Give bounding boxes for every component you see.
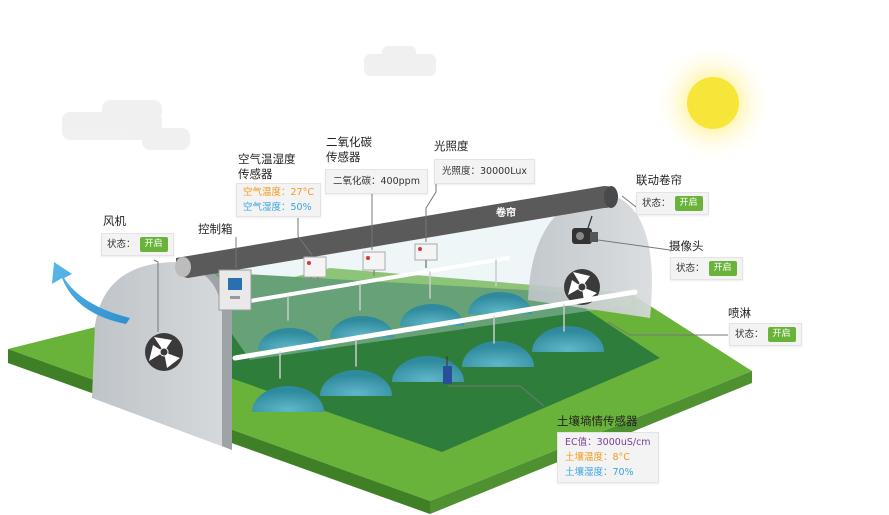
- camera-status-badge: 开启: [708, 261, 737, 276]
- soil-sensor-device-icon: [443, 356, 452, 384]
- soil-sensor-box: EC值：3000uS/cm 土壤温度：8°C 土壤湿度：70%: [557, 432, 659, 483]
- co2-value: 二氧化碳：400ppm: [333, 176, 420, 187]
- co2-sensor-device-icon: [362, 251, 386, 276]
- curtain-status-box: 状态： 开启: [636, 192, 709, 215]
- camera-title: 摄像头: [669, 239, 704, 253]
- camera-status-box: 状态： 开启: [670, 257, 743, 280]
- curtain-title: 联动卷帘: [636, 173, 682, 187]
- soil-humidity-value: 土壤湿度：70%: [565, 467, 634, 478]
- near-fan-icon: [145, 333, 183, 371]
- camera-status-label: 状态：: [676, 263, 705, 274]
- soil-temp-value: 土壤温度：8°C: [565, 452, 630, 463]
- controller-title: 控制箱: [198, 222, 233, 236]
- controller-box-icon: [218, 269, 252, 311]
- greenhouse-floor: [122, 272, 660, 452]
- sun-icon: [653, 43, 773, 163]
- air-humidity-value: 空气湿度：50%: [243, 202, 312, 213]
- roof-curtain: 卷帘: [175, 186, 618, 278]
- far-end-wall: [528, 192, 652, 318]
- co2-title-line1: 二氧化碳: [326, 135, 372, 149]
- sprinkler-title: 喷淋: [728, 306, 751, 320]
- curtain-status-badge: 开启: [674, 196, 703, 211]
- irrigation-pipes: [224, 256, 638, 379]
- roof-curtain-label: 卷帘: [495, 206, 516, 219]
- camera-icon: [572, 215, 598, 244]
- soil-ec-value: EC值：3000uS/cm: [565, 437, 651, 448]
- light-value: 光照度：30000Lux: [442, 166, 527, 177]
- sprinkler-status-badge: 开启: [767, 327, 796, 342]
- air-temp-value: 空气温度：27°C: [243, 187, 314, 198]
- curtain-status-label: 状态：: [642, 198, 671, 209]
- fan-title: 风机: [103, 214, 126, 228]
- sprinkler-status-label: 状态：: [735, 329, 764, 340]
- air-sensor-title-line2: 传感器: [238, 167, 273, 181]
- leader-lines: [153, 183, 728, 407]
- air-sensor-box: 空气温度：27°C 空气湿度：50%: [236, 183, 321, 217]
- co2-title-line2: 传感器: [326, 150, 361, 164]
- fan-status-label: 状态：: [107, 239, 136, 250]
- co2-box: 二氧化碳：400ppm: [325, 169, 428, 194]
- airflow-arrow-icon: [52, 262, 130, 324]
- light-title: 光照度: [434, 139, 469, 153]
- far-fan-icon: [564, 269, 600, 305]
- air-sensor-device-icon: [303, 256, 327, 284]
- fan-status-badge: 开启: [139, 237, 168, 252]
- air-sensor-title-line1: 空气温湿度: [238, 152, 296, 166]
- clouds: [62, 46, 436, 150]
- sprinkler-status-box: 状态： 开启: [729, 323, 802, 346]
- fan-status-box: 状态： 开启: [101, 233, 174, 256]
- light-sensor-device-icon: [414, 243, 438, 268]
- soil-sensor-title: 土壤墒情传感器: [557, 414, 638, 428]
- light-box: 光照度：30000Lux: [434, 159, 535, 184]
